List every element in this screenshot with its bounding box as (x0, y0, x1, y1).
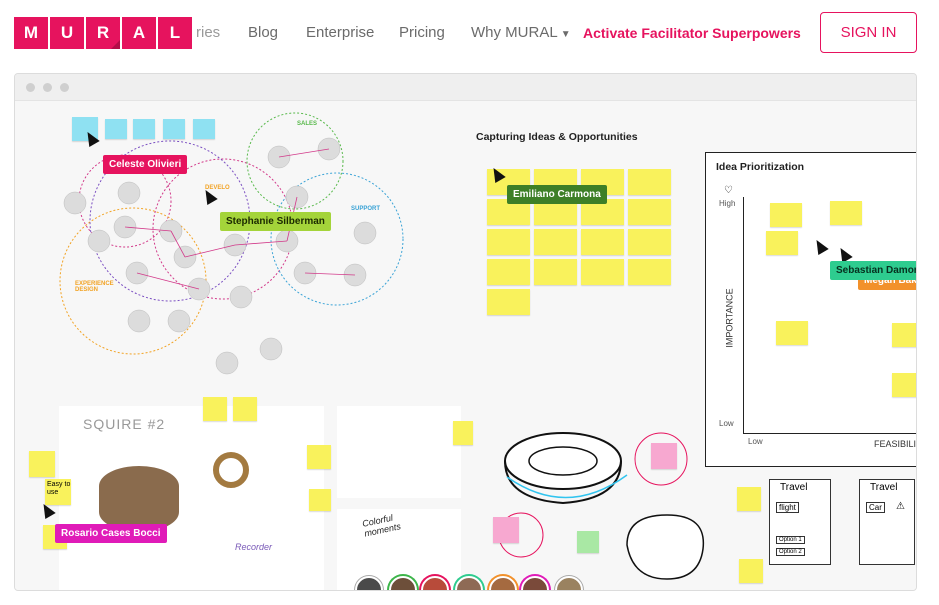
collaborator-label: Celeste Olivieri (103, 155, 188, 174)
sign-in-button[interactable]: SIGN IN (820, 12, 917, 53)
sticky-note[interactable] (72, 117, 98, 141)
collaborator-label: Sebastian Damore (830, 261, 916, 280)
collaborator-label: Rosario Cases Bocci (55, 524, 167, 543)
browser-mockup: SALES SUPPORT EXPERIENCE DESIGN DEVELO C… (14, 73, 917, 591)
nav-link-pricing[interactable]: Pricing (399, 24, 445, 41)
nav-link-partial[interactable]: ries (196, 24, 221, 41)
sticky-note[interactable] (307, 445, 331, 469)
sticky-note[interactable] (766, 231, 798, 255)
sticky-note[interactable] (892, 373, 916, 397)
venn-label-experience: EXPERIENCE DESIGN (75, 281, 114, 293)
venn-label-sales: SALES (297, 121, 318, 127)
browser-chrome (15, 74, 916, 101)
sticky-note[interactable] (309, 489, 331, 511)
sticky-note[interactable] (487, 259, 530, 285)
prioritization-chart: Idea Prioritization ♡ High Low IMPORTANC… (705, 152, 917, 467)
chevron-down-icon: ▼ (560, 29, 571, 40)
sticky-note[interactable] (493, 517, 519, 543)
sketch-card[interactable] (337, 406, 461, 498)
sticky-note[interactable]: Easy to use (45, 479, 71, 505)
product-sketch (99, 466, 179, 532)
nav-dropdown-why-mural[interactable]: Why MURAL▼ (471, 24, 571, 41)
sticky-note[interactable] (487, 229, 530, 255)
wireframe-title: Travel (870, 482, 898, 493)
section-title: Capturing Ideas & Opportunities (476, 131, 638, 143)
sticky-note[interactable] (628, 169, 671, 195)
section-title: Idea Prioritization (716, 161, 805, 173)
sticky-note[interactable] (203, 397, 227, 421)
facilitator-cta-link[interactable]: Activate Facilitator Superpowers (583, 25, 801, 41)
mural-logo[interactable]: M U R A L (14, 17, 194, 49)
sketch-card[interactable]: SQUIRE #2 Recorder (59, 406, 324, 590)
sketch-title: SQUIRE #2 (83, 416, 166, 432)
sticky-note[interactable] (628, 199, 671, 225)
window-dot-icon (26, 83, 35, 92)
y-axis-label: IMPORTANCE (724, 288, 735, 348)
sticky-note[interactable] (534, 259, 577, 285)
sticky-note[interactable] (577, 531, 599, 553)
x-axis-line (743, 433, 916, 434)
sticky-note[interactable] (776, 321, 808, 345)
sticky-note[interactable] (770, 203, 802, 227)
sticky-note[interactable] (628, 259, 671, 285)
sketch-note: Recorder (235, 542, 273, 552)
wireframe-phone[interactable]: Travel flight Option 1 Option 2 (769, 479, 831, 565)
collaborator-label: Emiliano Carmona (507, 185, 607, 204)
sticky-note[interactable] (628, 229, 671, 255)
wireframe-field: flight (776, 502, 799, 513)
window-dot-icon (60, 83, 69, 92)
sticky-note[interactable] (233, 397, 257, 421)
sticky-note[interactable] (892, 323, 916, 347)
sticky-note[interactable] (29, 451, 55, 477)
logo-letter: M (14, 17, 48, 49)
sticky-note[interactable] (163, 119, 185, 139)
wireframe-option: Option 2 (776, 548, 805, 556)
sticky-note[interactable] (453, 421, 473, 445)
wireframe-title: Travel (780, 482, 808, 493)
logo-letter: A (122, 17, 156, 49)
axis-high-label: High (719, 199, 736, 208)
sticky-note[interactable] (133, 119, 155, 139)
nav-link-enterprise[interactable]: Enterprise (306, 24, 375, 41)
collaborator-cursor-icon (811, 236, 829, 256)
mural-board-canvas[interactable]: SALES SUPPORT EXPERIENCE DESIGN DEVELO C… (15, 101, 917, 590)
window-dot-icon (43, 83, 52, 92)
sketch-note: Colorful moments (361, 512, 402, 539)
sticky-note[interactable] (830, 201, 862, 225)
sticky-note[interactable] (739, 559, 763, 583)
top-nav: M U R A L ries Blog Enterprise Pricing W… (0, 0, 939, 66)
sticky-note[interactable] (581, 259, 624, 285)
nav-dropdown-label: Why MURAL (471, 24, 558, 41)
y-axis-line (743, 197, 744, 433)
product-sketch (213, 452, 249, 488)
heart-icon: ♡ (724, 185, 733, 196)
logo-letter: L (158, 17, 192, 49)
sticky-note[interactable] (487, 289, 530, 315)
sticky-note[interactable] (651, 443, 677, 469)
collaborator-label: Stephanie Silberman (220, 212, 331, 231)
sticky-note[interactable] (105, 119, 127, 139)
axis-low-label: Low (719, 419, 734, 428)
sticky-note[interactable] (534, 229, 577, 255)
nav-link-blog[interactable]: Blog (248, 24, 279, 41)
wireframe-option: Option 1 (776, 536, 805, 544)
venn-label-develop: DEVELO (205, 185, 230, 191)
wireframe-phone[interactable]: Travel Car ⚠ (859, 479, 915, 565)
tire-sketch (498, 432, 705, 580)
logo-letter: R (86, 17, 120, 49)
sticky-note[interactable] (737, 487, 761, 511)
warning-icon: ⚠ (896, 501, 905, 512)
x-axis-label: FEASIBILI (874, 439, 917, 449)
x-axis-low-label: Low (748, 437, 763, 446)
venn-label-support: SUPPORT (351, 206, 381, 212)
sticky-note[interactable] (193, 119, 215, 139)
sticky-note[interactable] (581, 229, 624, 255)
venn-diagram (59, 112, 404, 375)
logo-letter: U (50, 17, 84, 49)
wireframe-field: Car (866, 502, 885, 513)
